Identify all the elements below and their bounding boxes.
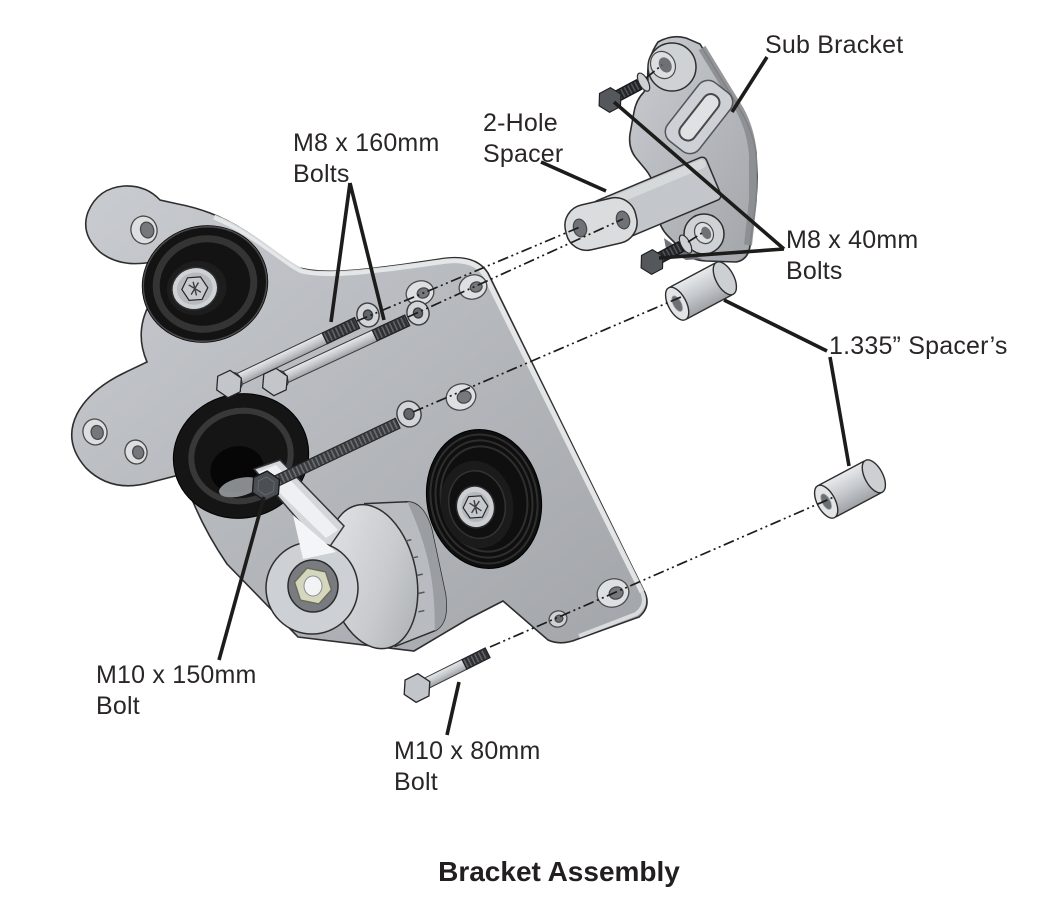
callout-sub-bracket: Sub Bracket (765, 30, 903, 61)
two-hole-spacer (564, 156, 722, 252)
callout-text: M10 x 150mm (96, 661, 257, 689)
callout-m8x160-bolts: M8 x 160mm Bolts (293, 128, 439, 190)
callout-text: Spacer (483, 140, 564, 168)
callout-text: M10 x 80mm (394, 737, 541, 765)
centerlines (356, 64, 835, 648)
serpentine-pulley (425, 429, 543, 569)
m8x160-bolt-a (210, 316, 361, 402)
m8x40-bolt-upper (593, 72, 651, 116)
callout-text: Sub Bracket (765, 31, 904, 59)
callout-1335-spacers: 1.335” Spacer’s (829, 331, 1008, 362)
callout-text: M8 x 160mm (293, 129, 440, 157)
callout-text: Bolts (786, 257, 843, 285)
callout-text: 2-Hole (483, 109, 558, 137)
washers (356, 300, 430, 428)
m8x160-bolt-b (256, 314, 411, 400)
callout-m10x150-bolt: M10 x 150mm Bolt (96, 660, 257, 722)
callout-text: Bolts (293, 160, 350, 188)
spacer-1335-upper (664, 261, 738, 321)
callout-text: M8 x 40mm (786, 226, 919, 254)
callout-two-hole-spacer: 2-Hole Spacer (483, 108, 563, 170)
m10x80-bolt (397, 647, 491, 707)
leader-lines (217, 56, 851, 736)
callout-text: Bolt (394, 768, 438, 796)
callout-m10x80-bolt: M10 x 80mm Bolt (394, 736, 540, 798)
spacer-1335-lower (813, 459, 887, 519)
diagram-title: Bracket Assembly (438, 856, 680, 887)
m10x150-bolt (246, 417, 401, 505)
idler-pulley (141, 225, 269, 343)
callout-m8x40-bolts: M8 x 40mm Bolts (786, 225, 918, 287)
callout-text: Bolt (96, 692, 140, 720)
callout-text: 1.335” Spacer’s (829, 332, 1008, 360)
